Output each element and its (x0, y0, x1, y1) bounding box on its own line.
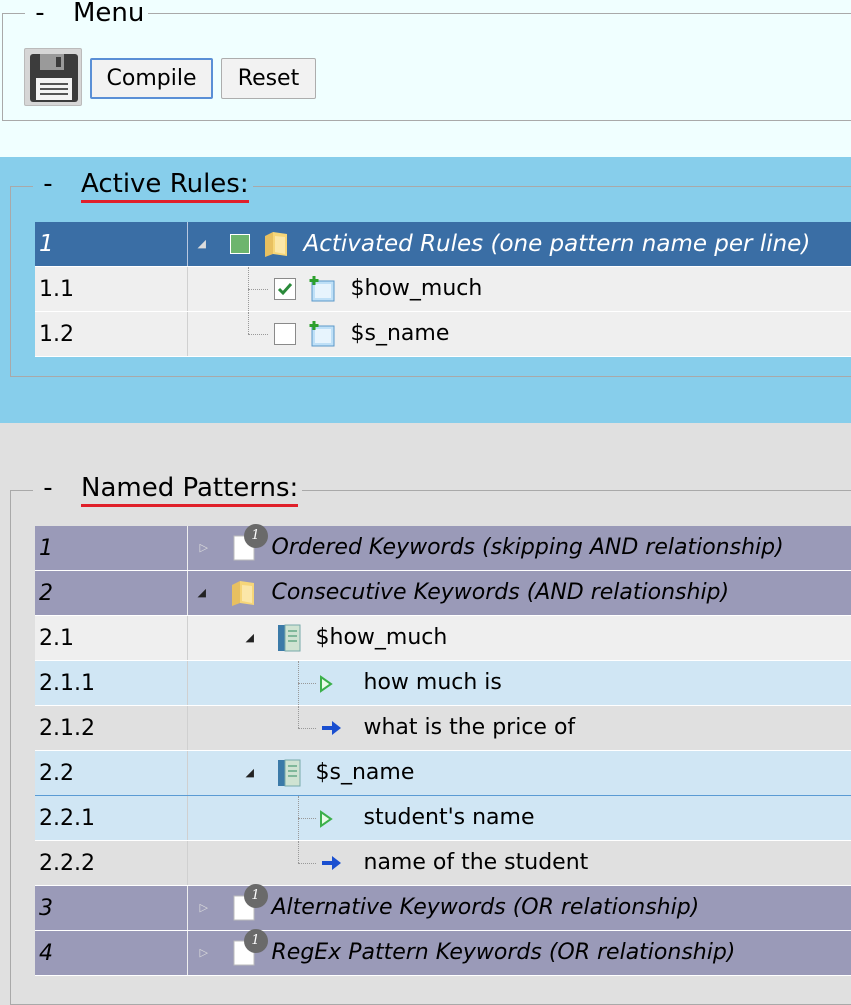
menu-fieldset: -Menu (2, 0, 851, 121)
expand-triangle-icon[interactable]: ◢ (245, 631, 254, 644)
category-label: Consecutive Keywords (AND relationship) (271, 580, 730, 605)
pattern-book-icon (276, 623, 302, 659)
expand-triangle-icon[interactable]: ◢ (245, 766, 254, 779)
named-patterns-collapse-toggle[interactable]: - (43, 473, 53, 503)
row-index: 1.2 (35, 311, 188, 357)
tree-row[interactable]: 3 ▷ 1 Alternative Keywords (OR relations… (35, 884, 851, 931)
tree-connector (297, 841, 299, 863)
keyword-label: how much is (363, 670, 502, 695)
tree-connector (247, 289, 249, 311)
checkbox-checked[interactable] (273, 278, 296, 300)
tree-connector (247, 312, 249, 334)
menu-section: -Menu Compile Reset (0, 0, 851, 157)
menu-collapse-toggle[interactable]: - (35, 0, 45, 28)
expand-triangle-icon[interactable]: ◢ (197, 586, 206, 599)
rules-header-label: Activated Rules (one pattern name per li… (303, 231, 811, 257)
count-badge: 1 (243, 884, 268, 908)
row-index: 2.2.1 (35, 795, 188, 841)
keyword-label: name of the student (363, 850, 589, 875)
category-label: Ordered Keywords (skipping AND relations… (271, 535, 784, 560)
named-patterns-tree: 1 ▷ 1 Ordered Keywords (skipping AND rel… (35, 524, 851, 976)
reset-button[interactable]: Reset (221, 58, 316, 99)
tree-row[interactable]: 1 ◢ Activated Rules (one pattern name pe… (35, 222, 851, 267)
rule-add-icon (308, 275, 336, 309)
count-badge: 1 (243, 524, 268, 548)
row-index: 3 (35, 885, 188, 931)
tree-row[interactable]: 1.1 $how_much (35, 266, 851, 312)
tree-connector (297, 728, 316, 729)
keyword-label: what is the price of (363, 715, 576, 740)
right-arrow-icon (320, 853, 344, 879)
pattern-label: $s_name (315, 760, 415, 785)
row-index: 2 (35, 570, 188, 616)
tree-connector (297, 706, 299, 728)
pattern-label: $how_much (315, 625, 448, 650)
active-rules-collapse-toggle[interactable]: - (43, 169, 53, 199)
row-index: 2.2.2 (35, 840, 188, 886)
tree-row[interactable]: 2.1.1 how much is (35, 660, 851, 706)
tree-connector (247, 289, 268, 290)
tree-row[interactable]: 2 ◢ Consecutive Keywords (AND relationsh… (35, 570, 851, 616)
row-index: 1 (35, 222, 188, 267)
collapsed-triangle-icon[interactable]: ▷ (199, 901, 208, 914)
menu-title: Menu (73, 0, 145, 28)
menu-legend: -Menu (25, 0, 148, 28)
named-patterns-title: Named Patterns: (81, 473, 299, 507)
row-index: 2.1.2 (35, 705, 188, 751)
named-patterns-legend: -Named Patterns: (33, 473, 302, 507)
category-label: RegEx Pattern Keywords (OR relationship) (271, 940, 736, 965)
play-triangle-icon (318, 674, 334, 699)
tree-row[interactable]: 1.2 $s_name (35, 311, 851, 357)
rule-add-icon (308, 320, 336, 354)
collapsed-triangle-icon[interactable]: ▷ (199, 541, 208, 554)
tree-connector (297, 683, 316, 684)
tree-row[interactable]: 2.2.2 name of the student (35, 840, 851, 886)
row-index: 4 (35, 930, 188, 976)
rule-label: $s_name (350, 321, 450, 346)
collapsed-triangle-icon[interactable]: ▷ (199, 946, 208, 959)
tree-connector (297, 863, 316, 864)
pattern-book-icon (276, 758, 302, 794)
active-rules-title: Active Rules: (81, 169, 249, 203)
partial-checkbox-icon[interactable] (229, 234, 250, 254)
checkbox-unchecked[interactable] (273, 323, 296, 345)
compile-button[interactable]: Compile (90, 58, 213, 99)
tree-row[interactable]: 2.1 ◢ $how_much (35, 615, 851, 661)
active-rules-tree: 1 ◢ Activated Rules (one pattern name pe… (35, 222, 851, 357)
row-index: 1 (35, 526, 188, 571)
row-index: 2.1 (35, 615, 188, 661)
tree-row[interactable]: 2.2 ◢ $s_name (35, 750, 851, 796)
tree-connector (297, 818, 316, 819)
tree-row[interactable]: 2.2.1 student's name (35, 795, 851, 841)
tree-connector (247, 334, 268, 335)
save-button[interactable] (24, 48, 82, 106)
expand-triangle-icon[interactable]: ◢ (197, 237, 206, 250)
play-triangle-icon (318, 809, 334, 834)
active-rules-legend: -Active Rules: (33, 169, 253, 203)
category-label: Alternative Keywords (OR relationship) (271, 895, 700, 920)
tree-connector (247, 267, 249, 289)
rule-label: $how_much (350, 276, 483, 301)
folder-icon (263, 230, 289, 258)
row-index: 1.1 (35, 266, 188, 312)
folder-icon (230, 579, 256, 607)
row-index: 2.2 (35, 750, 188, 796)
right-arrow-icon (320, 718, 344, 744)
tree-row[interactable]: 4 ▷ 1 RegEx Pattern Keywords (OR relatio… (35, 929, 851, 976)
count-badge: 1 (243, 929, 268, 953)
row-index: 2.1.1 (35, 660, 188, 706)
keyword-label: student's name (363, 805, 535, 830)
tree-row[interactable]: 2.1.2 what is the price of (35, 705, 851, 751)
active-rules-fieldset: -Active Rules: (10, 169, 851, 377)
tree-row[interactable]: 1 ▷ 1 Ordered Keywords (skipping AND rel… (35, 524, 851, 571)
floppy-disk-icon (28, 52, 80, 108)
